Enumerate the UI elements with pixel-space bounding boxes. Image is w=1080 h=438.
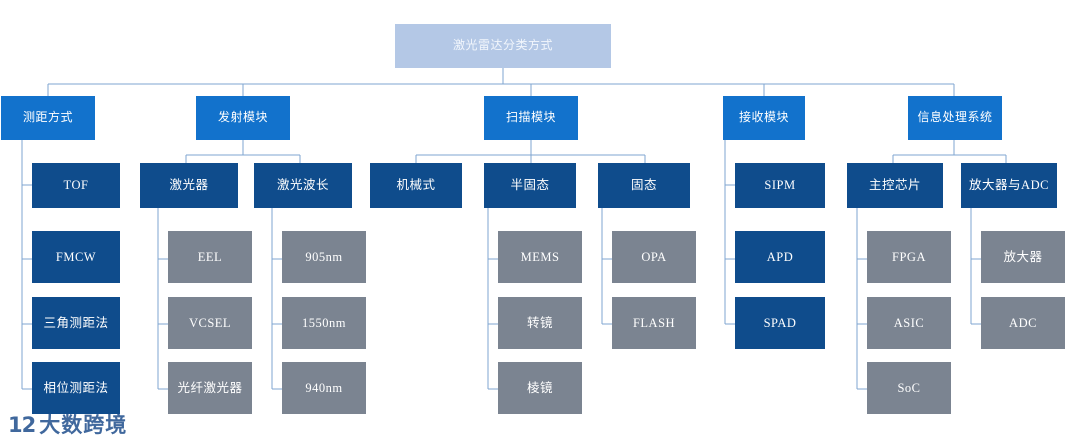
node-label: ADC — [1009, 315, 1037, 330]
node-apd[interactable]: APD — [735, 231, 825, 283]
node-label: 发射模块 — [217, 110, 268, 125]
node-fiber-laser[interactable]: 光纤激光器 — [168, 362, 252, 414]
node-label: 激光波长 — [276, 178, 329, 193]
node-label: 转镜 — [526, 315, 553, 330]
node-label: 棱镜 — [526, 380, 553, 395]
node-label: OPA — [641, 249, 667, 264]
watermark: 12 大数跨境 — [8, 415, 127, 436]
node-label: 1550nm — [302, 315, 346, 330]
node-rotating-mirror[interactable]: 转镜 — [498, 297, 582, 349]
node-solid-state[interactable]: 固态 — [598, 163, 690, 208]
node-mems[interactable]: MEMS — [498, 231, 582, 283]
node-phase-ranging[interactable]: 相位测距法 — [32, 362, 120, 414]
node-soc[interactable]: SoC — [867, 362, 951, 414]
node-branch-receive-module[interactable]: 接收模块 — [723, 96, 805, 140]
node-fmcw[interactable]: FMCW — [32, 231, 120, 283]
node-branch-info-processing[interactable]: 信息处理系统 — [908, 96, 1002, 140]
node-905nm[interactable]: 905nm — [282, 231, 366, 283]
node-opa[interactable]: OPA — [612, 231, 696, 283]
node-label: 扫描模块 — [505, 110, 556, 125]
node-eel[interactable]: EEL — [168, 231, 252, 283]
node-label: FLASH — [632, 315, 676, 330]
node-label: ASIC — [893, 315, 925, 330]
node-amplifier-and-adc[interactable]: 放大器与ADC — [961, 163, 1057, 208]
watermark-logo-icon: 12 — [8, 413, 36, 437]
node-laser-source[interactable]: 激光器 — [140, 163, 238, 208]
node-label: 940nm — [305, 380, 343, 395]
node-sipm[interactable]: SIPM — [735, 163, 825, 208]
node-label: SoC — [897, 380, 921, 395]
node-label: 接收模块 — [738, 110, 789, 125]
node-prism[interactable]: 棱镜 — [498, 362, 582, 414]
node-main-control-chip[interactable]: 主控芯片 — [847, 163, 943, 208]
node-label: 光纤激光器 — [177, 380, 243, 395]
watermark-text: 大数跨境 — [39, 413, 128, 437]
node-semi-solid-state[interactable]: 半固态 — [484, 163, 576, 208]
node-asic[interactable]: ASIC — [867, 297, 951, 349]
node-label: 半固态 — [510, 178, 550, 193]
node-label: TOF — [63, 178, 89, 193]
node-label: 放大器 — [1003, 249, 1043, 264]
node-label: 信息处理系统 — [917, 110, 993, 125]
node-label: 905nm — [305, 249, 343, 264]
node-branch-ranging-method[interactable]: 测距方式 — [1, 96, 95, 140]
node-label: FMCW — [55, 249, 97, 264]
node-adc[interactable]: ADC — [981, 297, 1065, 349]
node-label: 机械式 — [396, 178, 436, 193]
node-label: APD — [766, 249, 794, 264]
node-940nm[interactable]: 940nm — [282, 362, 366, 414]
node-label: SIPM — [764, 178, 796, 193]
node-label: EEL — [197, 249, 223, 264]
node-triangulation[interactable]: 三角测距法 — [32, 297, 120, 349]
node-label: 主控芯片 — [868, 178, 921, 193]
node-label: 放大器与ADC — [969, 178, 1049, 193]
node-label: 激光器 — [169, 178, 209, 193]
node-tof[interactable]: TOF — [32, 163, 120, 208]
node-flash[interactable]: FLASH — [612, 297, 696, 349]
node-label: 固态 — [630, 178, 657, 193]
node-branch-emit-module[interactable]: 发射模块 — [196, 96, 290, 140]
node-vcsel[interactable]: VCSEL — [168, 297, 252, 349]
node-fpga[interactable]: FPGA — [867, 231, 951, 283]
node-mechanical[interactable]: 机械式 — [370, 163, 462, 208]
node-label: 测距方式 — [22, 110, 73, 125]
node-label: 激光雷达分类方式 — [452, 38, 553, 53]
node-label: FPGA — [892, 249, 926, 264]
node-label: 相位测距法 — [43, 380, 109, 395]
node-label: SPAD — [763, 315, 797, 330]
node-spad[interactable]: SPAD — [735, 297, 825, 349]
node-amplifier[interactable]: 放大器 — [981, 231, 1065, 283]
node-1550nm[interactable]: 1550nm — [282, 297, 366, 349]
node-laser-wavelength[interactable]: 激光波长 — [254, 163, 352, 208]
node-label: MEMS — [520, 249, 560, 264]
node-root[interactable]: 激光雷达分类方式 — [395, 24, 611, 68]
node-label: VCSEL — [188, 315, 232, 330]
node-branch-scan-module[interactable]: 扫描模块 — [484, 96, 578, 140]
node-label: 三角测距法 — [43, 315, 109, 330]
